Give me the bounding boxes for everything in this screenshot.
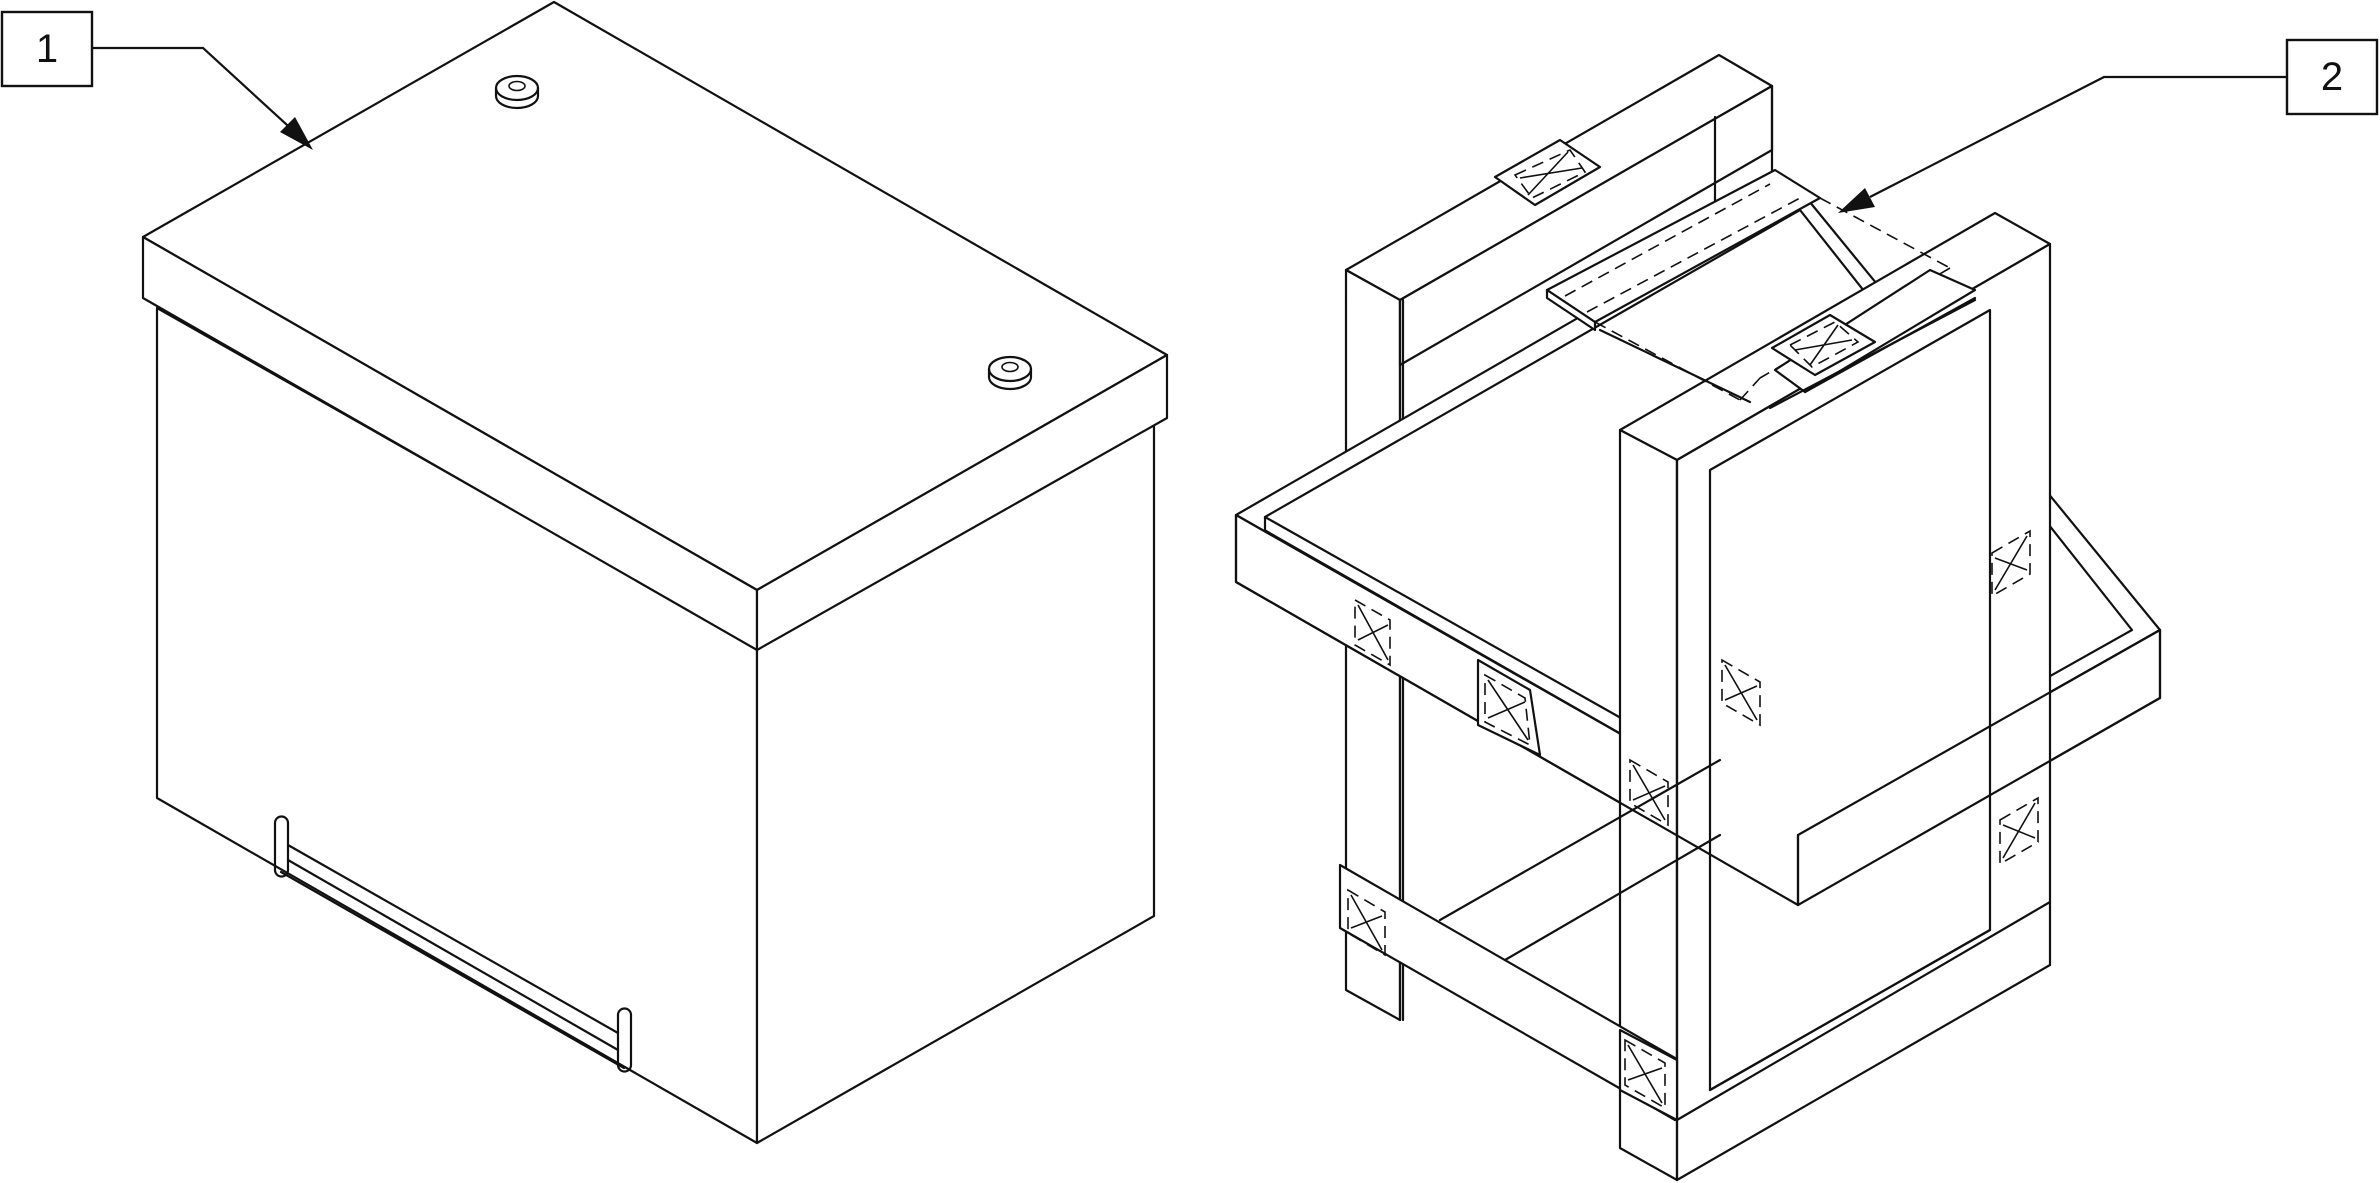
velcro-patch-bottom-left — [1347, 888, 1386, 957]
callout-1-label: 1 — [36, 27, 58, 71]
callout-2-leader — [1869, 75, 2287, 198]
velcro-patch-top — [1493, 138, 1602, 207]
velcro-patch-lower-right — [1999, 796, 2039, 866]
lid-side-rim — [755, 353, 1169, 652]
callout-1-leader — [92, 46, 299, 136]
lid-washer-1 — [494, 74, 540, 110]
callout-1-arrowhead — [280, 117, 313, 150]
velcro-patch-inner-upright — [1721, 658, 1761, 727]
callout-1: 1 — [0, 10, 313, 150]
callout-2-arrowhead — [1838, 188, 1875, 213]
velcro-patch-ring-right — [1991, 529, 2031, 598]
velcro-patch-front-upright — [1629, 758, 1669, 827]
velcro-patch-bottom-right — [1624, 1038, 1666, 1110]
bottom-cross-strap — [1338, 758, 1722, 1122]
velcro-patch-left-upright — [1354, 598, 1391, 667]
battery-tray-frame — [1234, 53, 2162, 1182]
callout-2-label: 2 — [2321, 55, 2343, 99]
callout-1-box — [0, 10, 94, 88]
battery-box — [141, 0, 1169, 1145]
velcro-patch-strap — [1770, 313, 1877, 377]
velcro-patch-ring-left — [1476, 658, 1542, 757]
lid-washer-2 — [987, 355, 1033, 391]
callout-2: 2 — [1838, 38, 2379, 213]
box-strap-rail — [273, 815, 633, 1073]
